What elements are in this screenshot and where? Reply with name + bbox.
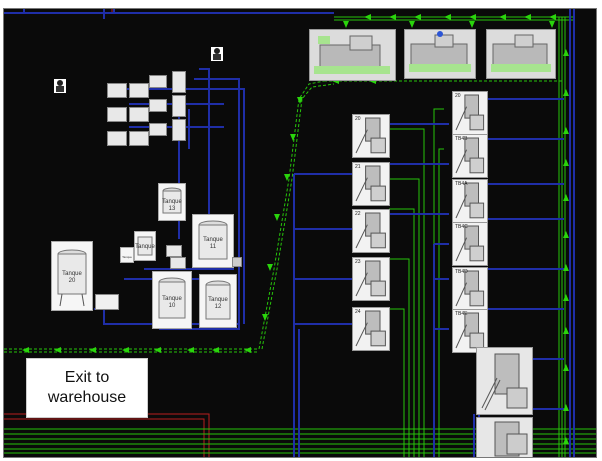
flow-arrow-icon bbox=[444, 14, 451, 20]
flow-arrow-icon bbox=[549, 21, 555, 28]
flow-arrow-icon bbox=[563, 264, 569, 271]
machine-tag: 24 bbox=[355, 309, 361, 315]
flow-arrow-icon bbox=[54, 347, 61, 353]
flow-arrow-icon bbox=[262, 314, 268, 321]
flow-arrow-icon bbox=[563, 364, 569, 371]
machine-tag: 20 bbox=[455, 93, 461, 99]
machine-tag: TB4A bbox=[455, 181, 468, 187]
filler-machine-icon[interactable]: 20 bbox=[452, 91, 488, 135]
packaging-machine-icon[interactable] bbox=[486, 29, 556, 79]
filler-machine-icon[interactable]: TB4A bbox=[452, 179, 488, 223]
flow-arrow-icon bbox=[290, 134, 296, 141]
pump-icon[interactable] bbox=[129, 83, 149, 98]
machine-tag: TB4C bbox=[455, 224, 468, 230]
tank-20[interactable]: Tanque 20 bbox=[51, 241, 93, 311]
filler-machine-icon[interactable]: TB4D bbox=[452, 267, 488, 311]
pump-icon[interactable] bbox=[95, 294, 119, 310]
pump-icon[interactable] bbox=[166, 245, 182, 257]
valve-icon[interactable] bbox=[232, 257, 242, 267]
flow-arrow-icon bbox=[22, 347, 29, 353]
tank-small-a[interactable]: Tanque bbox=[134, 231, 156, 261]
pump-icon[interactable] bbox=[149, 123, 167, 136]
filler-machine-icon[interactable]: 22 bbox=[352, 209, 390, 253]
bottom-line-arrows bbox=[22, 347, 251, 353]
flow-arrow-icon bbox=[563, 127, 569, 134]
machine-tag: 20 bbox=[355, 116, 361, 122]
right-line-arrows bbox=[563, 49, 569, 444]
filler-machine-icon[interactable]: TB4B bbox=[452, 134, 488, 178]
tank-icon[interactable] bbox=[172, 119, 186, 141]
filler-machine-icon[interactable]: 23 bbox=[352, 257, 390, 301]
flow-arrow-icon bbox=[122, 347, 129, 353]
pump-icon[interactable] bbox=[107, 131, 127, 146]
flow-arrow-icon bbox=[469, 21, 475, 28]
tank-small-b[interactable]: Tanque bbox=[120, 247, 134, 263]
pump-icon[interactable] bbox=[129, 131, 149, 146]
flow-arrow-icon bbox=[563, 404, 569, 411]
pump-icon[interactable] bbox=[170, 257, 186, 269]
flow-arrow-icon bbox=[524, 14, 531, 20]
filler-machine-icon[interactable] bbox=[476, 347, 533, 415]
filler-machine-icon[interactable] bbox=[476, 417, 533, 457]
tank-10[interactable]: Tanque 10 bbox=[152, 271, 192, 329]
flow-arrow-icon bbox=[549, 14, 556, 20]
machine-tag: TB4E bbox=[455, 311, 468, 317]
flow-arrow-icon bbox=[212, 347, 219, 353]
flow-arrow-icon bbox=[89, 347, 96, 353]
packaging-machine-icon[interactable] bbox=[309, 29, 396, 81]
flow-arrow-icon bbox=[469, 14, 476, 20]
flow-arrow-icon bbox=[563, 231, 569, 238]
flow-arrow-icon bbox=[267, 264, 273, 271]
pump-icon[interactable] bbox=[149, 75, 167, 88]
machine-tag: TB4B bbox=[455, 136, 468, 142]
filler-machine-icon[interactable]: TB4E bbox=[452, 309, 488, 353]
pump-icon[interactable] bbox=[149, 99, 167, 112]
flow-arrow-icon bbox=[154, 347, 161, 353]
flow-arrow-icon bbox=[284, 174, 290, 181]
flow-arrow-icon bbox=[389, 14, 396, 20]
pump-icon[interactable] bbox=[129, 107, 149, 122]
flow-arrow-icon bbox=[343, 21, 349, 28]
operator-icon bbox=[54, 79, 66, 93]
flow-arrow-icon bbox=[499, 14, 506, 20]
flow-arrow-icon bbox=[563, 437, 569, 444]
tank-11[interactable]: Tanque 11 bbox=[192, 214, 234, 268]
flow-arrow-icon bbox=[563, 327, 569, 334]
diagonal-line-arrows bbox=[262, 97, 303, 321]
pump-icon[interactable] bbox=[107, 83, 127, 98]
flow-arrow-icon bbox=[414, 14, 421, 20]
flow-arrow-icon bbox=[187, 347, 194, 353]
machine-tag: 22 bbox=[355, 211, 361, 217]
pump-icon[interactable] bbox=[107, 107, 127, 122]
flow-arrow-icon bbox=[409, 21, 415, 28]
packaging-machine-icon[interactable] bbox=[404, 29, 476, 79]
flow-arrow-icon bbox=[563, 194, 569, 201]
flow-arrow-icon bbox=[274, 214, 280, 221]
filler-machine-icon[interactable]: 20 bbox=[352, 114, 390, 158]
filler-machine-icon[interactable]: TB4C bbox=[452, 222, 488, 266]
tank-icon[interactable] bbox=[172, 71, 186, 93]
operator-icon bbox=[211, 47, 223, 61]
process-diagram-screen: Tanque 20 Tanque 10 Tanque 11 Tanque 12 … bbox=[3, 8, 597, 458]
flow-arrow-icon bbox=[364, 14, 371, 20]
exit-to-warehouse-label: Exit to warehouse bbox=[26, 358, 148, 418]
tank-13[interactable]: Tanque 13 bbox=[158, 183, 186, 221]
flow-arrow-icon bbox=[297, 97, 303, 104]
process-pipes bbox=[4, 9, 575, 457]
flow-arrow-icon bbox=[563, 294, 569, 301]
filler-machine-icon[interactable]: 21 bbox=[352, 162, 390, 206]
machine-tag: 23 bbox=[355, 259, 361, 265]
machine-tag: 21 bbox=[355, 164, 361, 170]
tank-12[interactable]: Tanque 12 bbox=[199, 274, 237, 328]
tank-icon[interactable] bbox=[172, 95, 186, 117]
machine-tag: TB4D bbox=[455, 269, 468, 275]
flow-arrow-icon bbox=[244, 347, 251, 353]
flow-arrow-icon bbox=[563, 89, 569, 96]
filler-machine-icon[interactable]: 24 bbox=[352, 307, 390, 351]
flow-arrow-icon bbox=[563, 49, 569, 56]
flow-arrow-icon bbox=[563, 159, 569, 166]
